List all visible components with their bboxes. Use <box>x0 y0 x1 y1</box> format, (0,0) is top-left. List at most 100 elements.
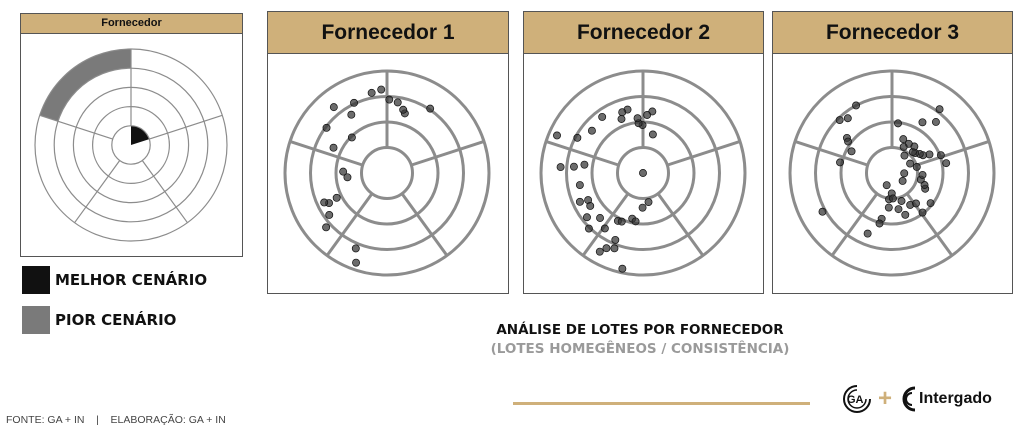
data-point <box>598 112 607 121</box>
data-point <box>347 133 356 142</box>
grid-spoke <box>656 192 705 257</box>
data-point <box>325 211 334 219</box>
data-point <box>575 197 584 206</box>
ga-logo: GA <box>843 385 871 413</box>
data-point <box>875 219 884 228</box>
legend-grid-spoke <box>39 114 113 140</box>
data-point <box>322 123 331 132</box>
data-point <box>617 115 626 123</box>
data-point <box>618 108 627 117</box>
data-point <box>600 224 609 233</box>
data-point <box>586 202 595 210</box>
chart-title: Fornecedor 3 <box>773 12 1012 54</box>
legend-grid-spoke <box>149 114 223 140</box>
chart-panel-3: Fornecedor 3 <box>772 11 1013 294</box>
legend-target-diagram <box>34 48 228 242</box>
data-point <box>339 167 348 176</box>
data-point <box>320 198 329 207</box>
grid-spoke <box>830 192 879 257</box>
data-point <box>611 235 620 244</box>
data-point <box>925 150 934 159</box>
data-point <box>377 85 386 94</box>
legend-grid-spoke <box>74 160 121 224</box>
data-point <box>556 163 565 172</box>
data-point <box>935 105 944 114</box>
data-point <box>844 137 853 146</box>
data-point <box>899 142 908 151</box>
divider-line <box>513 402 810 405</box>
data-point <box>918 118 927 127</box>
data-point <box>329 103 338 112</box>
data-point <box>587 126 596 135</box>
plus-sign: + <box>878 385 893 412</box>
data-point <box>897 197 906 205</box>
data-point <box>889 194 897 203</box>
data-point <box>926 199 935 208</box>
legend-panel-title: Fornecedor <box>21 14 242 34</box>
data-point <box>912 199 920 208</box>
data-point <box>580 160 589 169</box>
data-point <box>639 169 647 177</box>
ga-logo-text: GA <box>847 394 864 406</box>
data-point <box>884 203 893 212</box>
data-point <box>569 162 578 171</box>
grid-ring <box>360 146 414 200</box>
data-point <box>347 110 356 119</box>
chart-panel-2: Fornecedor 2 <box>523 11 764 294</box>
data-point <box>352 258 360 267</box>
data-point <box>643 111 652 119</box>
legend-grid-spoke <box>141 160 188 224</box>
data-point <box>900 169 909 178</box>
data-point <box>399 105 408 114</box>
data-point <box>322 223 331 232</box>
data-point <box>426 104 435 113</box>
data-point <box>899 135 908 144</box>
data-point <box>931 118 940 126</box>
worst-case-arc <box>39 49 132 122</box>
data-point <box>367 88 376 97</box>
intergado-mark-icon <box>902 386 916 412</box>
legend-swatch-worst <box>22 306 50 334</box>
data-point <box>894 119 902 128</box>
data-point <box>351 244 360 253</box>
grid-spoke <box>545 140 620 167</box>
data-point <box>920 181 929 189</box>
grid-spoke <box>915 140 990 167</box>
chart-title: Fornecedor 1 <box>268 12 508 54</box>
data-point <box>835 116 844 124</box>
data-point <box>617 217 626 226</box>
legend-panel: Fornecedor <box>20 13 243 257</box>
grid-spoke <box>325 192 374 257</box>
intergado-logo: Intergado <box>900 384 992 414</box>
grid-spoke <box>581 192 630 257</box>
data-point <box>648 130 657 139</box>
intergado-logo-text: Intergado <box>919 390 992 407</box>
data-point <box>385 95 394 104</box>
data-point <box>332 193 341 202</box>
data-point <box>633 114 642 123</box>
data-point <box>936 151 945 160</box>
data-point <box>393 98 402 107</box>
caption-title: ANÁLISE DE LOTES POR FORNECEDOR <box>496 322 784 338</box>
data-point <box>575 181 584 189</box>
data-point <box>898 177 907 185</box>
legend-label-best: MELHOR CENÁRIO <box>55 271 208 289</box>
data-point <box>863 229 872 238</box>
data-point <box>584 224 593 233</box>
chart-panel-1: Fornecedor 1 <box>267 11 509 294</box>
data-point <box>912 162 921 171</box>
data-point <box>618 264 627 273</box>
grid-spoke <box>289 140 364 167</box>
grid-spoke <box>794 140 869 167</box>
data-point <box>900 151 909 160</box>
grid-spoke <box>400 192 449 257</box>
data-point <box>610 244 619 253</box>
data-point <box>573 133 582 142</box>
legend-swatch-best <box>22 266 50 294</box>
chart-plot <box>788 69 996 277</box>
data-point <box>918 208 927 217</box>
data-point <box>918 170 927 179</box>
data-point <box>852 101 861 110</box>
grid-spoke <box>666 140 741 167</box>
legend-item-best: MELHOR CENÁRIO <box>22 266 207 294</box>
